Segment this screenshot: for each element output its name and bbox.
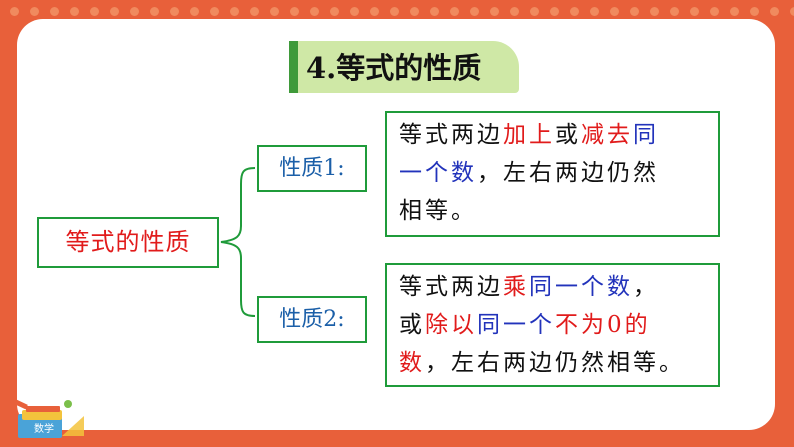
text-segment: 一个数 <box>399 160 477 186</box>
frame-dot <box>710 7 719 16</box>
frame-dot <box>770 7 779 16</box>
svg-text:数学: 数学 <box>34 422 54 435</box>
text-segment: 加上 <box>503 122 555 148</box>
property-2-description: 等式两边乘同一个数，或除以同一个不为0的数，左右两边仍然相等。 <box>385 263 720 387</box>
text-segment: ，左右两边仍然 <box>477 160 659 186</box>
frame-dot <box>270 7 279 16</box>
frame-dot <box>490 7 499 16</box>
description-line: 一个数，左右两边仍然 <box>399 153 708 193</box>
text-segment: 或 <box>399 312 425 338</box>
text-segment: 乘 <box>503 274 529 300</box>
text-segment: 同 <box>633 122 659 148</box>
frame-dot <box>730 7 739 16</box>
text-segment: 等式两边 <box>399 274 503 300</box>
frame-dot <box>590 7 599 16</box>
frame-dot <box>670 7 679 16</box>
frame-dot <box>550 7 559 16</box>
frame-dot <box>210 7 219 16</box>
text-segment: 数 <box>399 350 425 376</box>
description-line: 等式两边加上或减去同 <box>399 115 708 155</box>
text-segment: ， <box>633 274 659 300</box>
text-segment: 不为0的 <box>555 312 651 338</box>
frame-dot <box>130 7 139 16</box>
title-accent-bar <box>289 41 298 93</box>
frame-dot <box>650 7 659 16</box>
title-tab <box>289 41 519 93</box>
text-segment: ，左右两边仍然相等。 <box>425 350 685 376</box>
frame-dot <box>30 7 39 16</box>
frame-dot <box>150 7 159 16</box>
frame-dot <box>230 7 239 16</box>
frame-dot <box>90 7 99 16</box>
frame-dot <box>10 7 19 16</box>
description-line: 等式两边乘同一个数， <box>399 267 708 307</box>
text-segment: 减去 <box>581 122 633 148</box>
property-1-node: 性质1: <box>257 145 367 192</box>
frame-dot <box>610 7 619 16</box>
frame-dot <box>450 7 459 16</box>
frame-dot <box>290 7 299 16</box>
books-pencil-ruler-decoration-icon: 数学 <box>5 395 84 438</box>
description-line: 或除以同一个不为0的 <box>399 305 708 345</box>
frame-dot <box>690 7 699 16</box>
frame-dot <box>310 7 319 16</box>
frame-dot <box>70 7 79 16</box>
frame-dot <box>470 7 479 16</box>
brace-connector-icon <box>220 167 256 317</box>
root-label: 等式的性质 <box>65 228 191 256</box>
frame-dot <box>530 7 539 16</box>
frame-dots <box>0 0 794 24</box>
frame-dot <box>50 7 59 16</box>
frame-dot <box>250 7 259 16</box>
frame-dot <box>370 7 379 16</box>
text-segment: 同一个数 <box>529 274 633 300</box>
text-segment: 或 <box>555 122 581 148</box>
frame-dot <box>630 7 639 16</box>
frame-dot <box>790 7 794 16</box>
text-segment: 等式两边 <box>399 122 503 148</box>
root-node: 等式的性质 <box>37 217 219 268</box>
frame-dot <box>170 7 179 16</box>
frame-dot <box>110 7 119 16</box>
text-segment: 除以 <box>425 312 477 338</box>
property-2-label: 性质2: <box>279 307 345 332</box>
property-2-node: 性质2: <box>257 296 367 343</box>
property-1-label: 性质1: <box>279 156 345 181</box>
frame-dot <box>510 7 519 16</box>
description-line: 数，左右两边仍然相等。 <box>399 343 708 383</box>
frame-dot <box>430 7 439 16</box>
frame-dot <box>390 7 399 16</box>
frame-dot <box>330 7 339 16</box>
frame-dot <box>190 7 199 16</box>
frame-dot <box>410 7 419 16</box>
frame-dot <box>570 7 579 16</box>
text-segment: 相等。 <box>399 198 477 224</box>
description-line: 相等。 <box>399 191 708 231</box>
page-title: 4.等式的性质 <box>306 51 482 85</box>
frame-dot <box>750 7 759 16</box>
property-1-description: 等式两边加上或减去同一个数，左右两边仍然相等。 <box>385 111 720 237</box>
frame-dot <box>350 7 359 16</box>
text-segment: 同一个 <box>477 312 555 338</box>
